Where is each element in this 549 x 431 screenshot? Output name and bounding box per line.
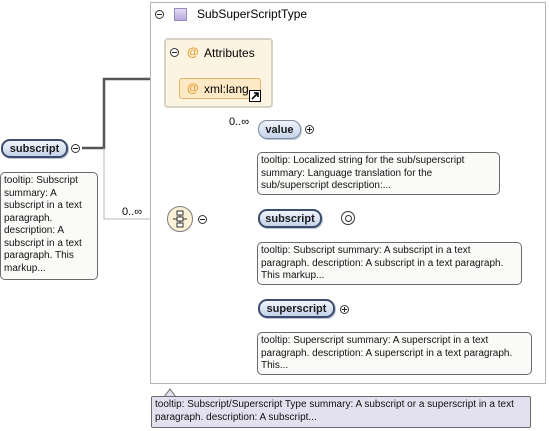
- sequence-compositor-icon[interactable]: [167, 206, 193, 232]
- reference-arrow-icon[interactable]: [249, 90, 261, 102]
- type-name: SubSuperScriptType: [197, 7, 308, 21]
- child-element-value[interactable]: value: [258, 120, 301, 139]
- attribute-xml-lang[interactable]: [179, 78, 261, 99]
- superscript-expand-toggle[interactable]: [340, 305, 349, 314]
- child-element-superscript[interactable]: superscript: [258, 299, 335, 318]
- value-expand-toggle[interactable]: [305, 125, 314, 134]
- root-collapse-toggle[interactable]: [71, 144, 80, 153]
- complex-type-icon: [174, 8, 187, 21]
- sequence-occurrence: 0..∞: [122, 206, 143, 218]
- child-element-subscript[interactable]: subscript: [258, 209, 322, 228]
- root-element-subscript[interactable]: subscript: [1, 139, 68, 158]
- recursion-icon[interactable]: [341, 211, 355, 225]
- root-element-tooltip: tooltip: Subscript summary: A subscript …: [0, 172, 98, 280]
- type-tooltip: tooltip: Subscript/Superscript Type summ…: [151, 396, 531, 428]
- attribute-name: xml:lang: [204, 82, 249, 96]
- type-tooltip-pointer: [163, 388, 177, 397]
- superscript-tooltip: tooltip: Superscript summary: A superscr…: [257, 332, 532, 375]
- value-tooltip: tooltip: Localized string for the sub/su…: [257, 152, 500, 195]
- attribute-at-icon: @: [187, 81, 199, 95]
- type-collapse-toggle[interactable]: [155, 10, 164, 19]
- sequence-collapse-toggle[interactable]: [198, 215, 207, 224]
- attributes-label: Attributes: [204, 46, 255, 60]
- subscript-tooltip: tooltip: Subscript summary: A subscript …: [257, 242, 522, 285]
- attributes-at-icon: @: [187, 45, 199, 59]
- attributes-collapse-toggle[interactable]: [170, 48, 179, 57]
- value-occurrence: 0..∞: [229, 116, 250, 128]
